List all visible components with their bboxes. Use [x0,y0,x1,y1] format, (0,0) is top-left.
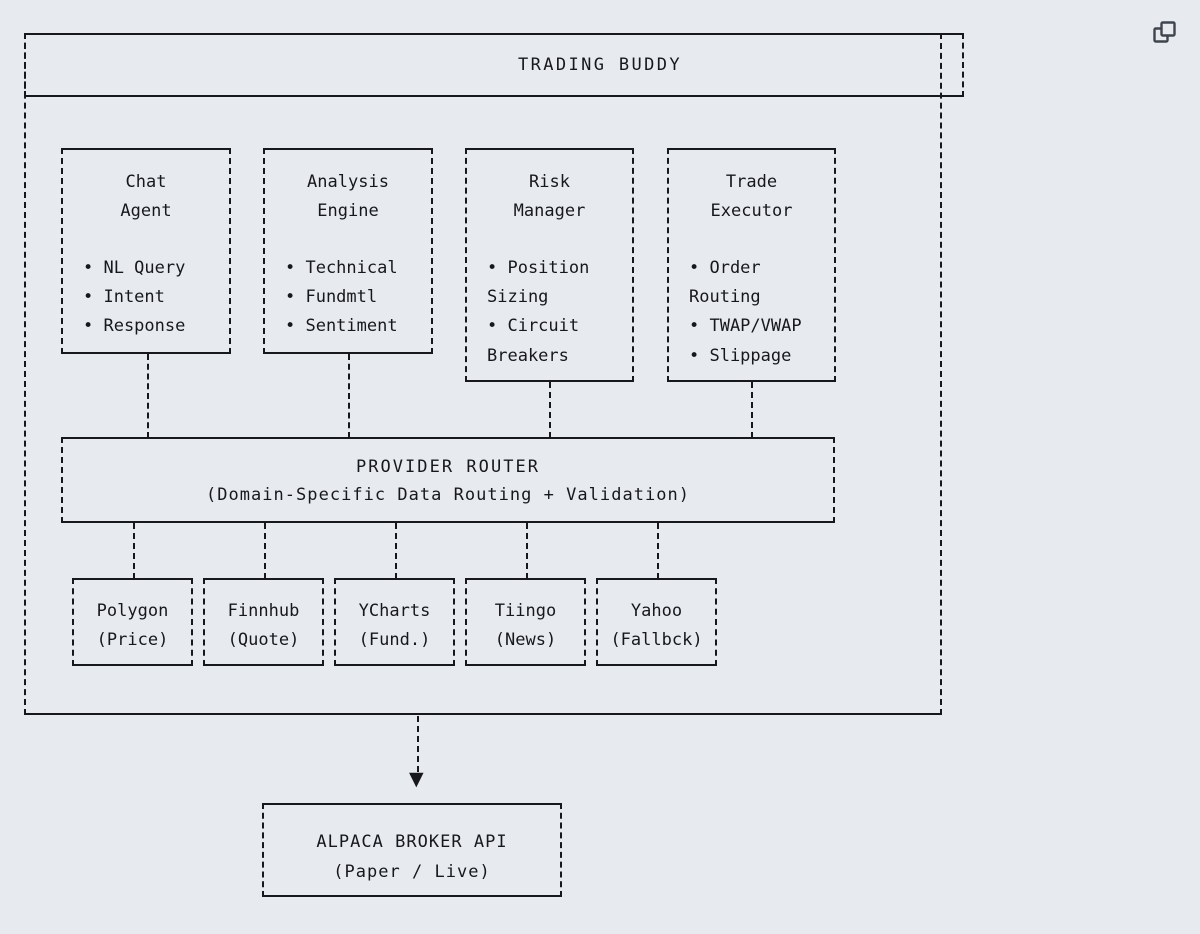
connector-risk-manager-to-router [549,382,551,438]
connector-router-to-polygon [133,523,135,579]
copy-icon-glyph [1153,21,1176,43]
provider-label: Yahoo (Fallbck) [610,601,703,651]
provider-router-subtitle: (Domain-Specific Data Routing + Validati… [206,485,690,505]
component-box-trade-executor: Trade Executor • Order Routing • TWAP/VW… [667,148,836,382]
component-title: Chat Agent [120,172,172,222]
provider-box-finnhub: Finnhub (Quote) [203,578,324,666]
connector-router-to-ycharts [395,523,397,579]
provider-label: Tiingo (News) [494,601,557,651]
arrow-down-icon: ▼ [409,768,424,790]
component-title: Analysis Engine [307,172,389,222]
provider-label: Polygon (Price) [96,601,169,651]
provider-box-polygon: Polygon (Price) [72,578,193,666]
provider-label: YCharts (Fund.) [358,601,431,651]
provider-router-title: PROVIDER ROUTER [355,457,541,477]
diagram-title-box [24,33,964,97]
component-box-chat-agent: Chat Agent • NL Query • Intent • Respons… [61,148,231,354]
provider-box-tiingo: Tiingo (News) [465,578,586,666]
connector-trade-executor-to-router [751,382,753,438]
provider-router-box [61,437,835,523]
connector-chat-agent-to-router [147,354,149,438]
component-title: Risk Manager [513,172,586,222]
copy-icon[interactable] [1152,20,1178,46]
connector-system-to-broker [417,716,419,772]
connector-analysis-engine-to-router [348,354,350,438]
connector-router-to-yahoo [657,523,659,579]
component-bullets: • Technical • Fundmtl • Sentiment [285,258,398,337]
page-title: TRADING BUDDY [518,55,682,75]
provider-box-yahoo: Yahoo (Fallbck) [596,578,717,666]
component-title: Trade Executor [710,172,793,222]
component-bullets: • Order Routing • TWAP/VWAP • Slippage [689,258,802,366]
connector-router-to-finnhub [264,523,266,579]
connector-router-to-tiingo [526,523,528,579]
component-bullets: • NL Query • Intent • Response [83,258,186,337]
component-bullets: • Position Sizing • Circuit Breakers [487,258,590,366]
broker-api-box: ALPACA BROKER API (Paper / Live) [262,803,562,897]
component-box-analysis-engine: Analysis Engine • Technical • Fundmtl • … [263,148,433,354]
provider-label: Finnhub (Quote) [227,601,300,651]
component-box-risk-manager: Risk Manager • Position Sizing • Circuit… [465,148,634,382]
provider-box-ycharts: YCharts (Fund.) [334,578,455,666]
broker-api-label: ALPACA BROKER API (Paper / Live) [316,832,508,883]
